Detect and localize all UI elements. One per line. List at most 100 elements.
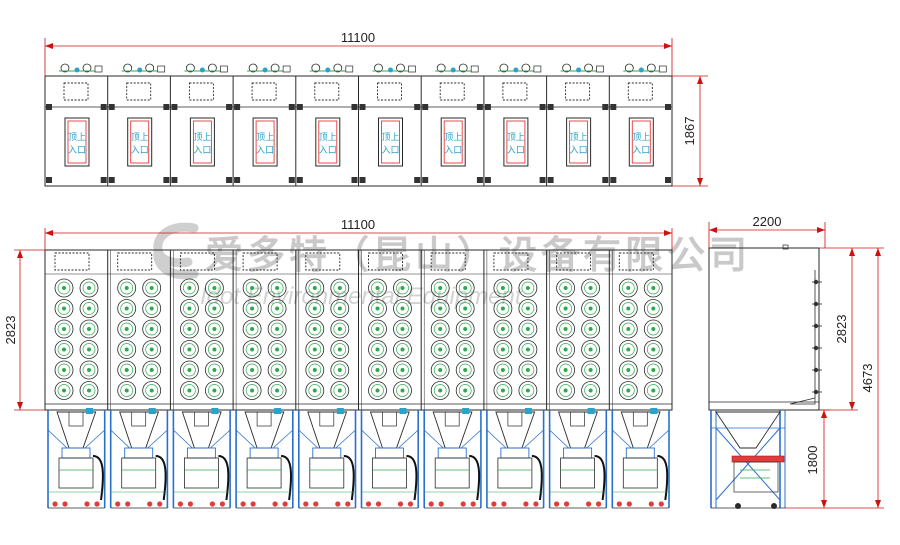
filter-cartridge <box>117 340 137 359</box>
side-view-support-structure <box>710 410 786 509</box>
corner-block <box>476 177 483 183</box>
valve-body <box>336 408 344 414</box>
cartridge-outer <box>242 340 262 359</box>
cartridge-core <box>87 327 91 331</box>
cartridge-ring <box>396 281 409 295</box>
filter-cartridge <box>393 340 412 359</box>
filter-cartridge <box>204 381 224 400</box>
cartridge-core <box>588 306 593 311</box>
cartridge-outer <box>455 381 475 400</box>
caster-wheel <box>596 501 602 507</box>
cartridge-outer <box>179 319 199 339</box>
hose <box>218 455 230 501</box>
cartridge-outer <box>330 360 350 380</box>
cartridge-outer <box>393 360 412 380</box>
filter-cartridge <box>204 299 224 318</box>
filter-cartridge <box>493 299 513 318</box>
cartridge-core <box>463 388 468 393</box>
cartridge-core <box>651 286 656 290</box>
cartridge-core <box>337 347 342 352</box>
door-label: 顶上 <box>193 132 211 142</box>
access-hatch <box>314 82 340 101</box>
cartridge-core <box>463 368 468 372</box>
cartridge-outer <box>330 319 350 339</box>
cartridge-core <box>312 388 317 393</box>
cartridge-ring <box>559 281 572 295</box>
cartridge-ring <box>270 384 284 397</box>
cartridge-core <box>588 327 593 331</box>
cartridge-ring <box>396 384 409 397</box>
front-module <box>107 250 171 410</box>
brace <box>235 429 256 449</box>
filter-cartridge <box>393 360 412 380</box>
filter-cartridge <box>242 340 262 359</box>
cartridge-core <box>400 306 405 311</box>
company-logo <box>153 222 199 280</box>
pulse-valve-fitting <box>435 63 479 73</box>
filter-cartridge <box>556 299 575 318</box>
filter-cartridge <box>581 381 600 400</box>
dust-bin <box>121 457 157 489</box>
cartridge-outer <box>556 381 575 400</box>
cartridge-outer <box>79 319 99 339</box>
dust-bin <box>246 457 282 489</box>
solenoid-box <box>220 65 228 73</box>
door-label: 顶上 <box>319 132 337 142</box>
cartridge-core <box>62 286 66 290</box>
caster-wheel <box>282 501 288 507</box>
access-hatch <box>117 252 153 271</box>
cartridge-ring <box>57 384 71 397</box>
cartridge-ring <box>458 281 472 295</box>
side-width-label: 2200 <box>753 214 782 229</box>
corner-block <box>351 104 358 110</box>
valve-head <box>436 63 446 73</box>
valve-head <box>813 345 819 351</box>
valve-body <box>137 67 143 73</box>
valve-head <box>123 63 133 73</box>
door-label: 入口 <box>444 145 462 155</box>
brace <box>549 429 569 449</box>
cartridge-outer <box>393 340 412 359</box>
cartridge-core <box>87 368 91 372</box>
cartridge-ring <box>396 302 409 315</box>
cartridge-core <box>62 306 66 311</box>
filter-cartridge <box>618 340 638 359</box>
module-support <box>47 408 106 509</box>
dust-bin <box>372 457 407 489</box>
cartridge-outer <box>393 299 412 318</box>
brace <box>272 429 294 449</box>
pulse-valve-fitting <box>623 63 667 73</box>
cartridge-outer <box>330 340 350 359</box>
cartridge-core <box>87 286 91 290</box>
solenoid-box <box>470 65 479 73</box>
solenoid-box <box>157 65 166 73</box>
caster-wheel <box>428 501 434 507</box>
filter-cartridge <box>581 319 600 339</box>
valve-body <box>587 408 595 414</box>
corner-block <box>46 104 52 110</box>
filter-cartridge <box>556 278 575 298</box>
cartridge-core <box>525 327 530 331</box>
rotary-valve <box>312 447 342 459</box>
door-label: 入口 <box>319 145 337 155</box>
cartridge-ring <box>57 302 71 315</box>
cartridge-core <box>400 286 405 290</box>
caster-wheel <box>501 501 507 507</box>
cartridge-outer <box>54 278 74 298</box>
hopper <box>307 411 348 449</box>
access-hatch <box>179 252 215 271</box>
inspection-door-seal <box>67 120 87 164</box>
cartridge-core <box>212 347 217 352</box>
caster-wheel <box>491 501 497 507</box>
caster-wheel <box>365 501 372 507</box>
cartridge-ring <box>183 384 196 397</box>
caster-wheel <box>272 501 278 507</box>
cartridge-core <box>626 327 631 331</box>
cartridge-core <box>438 306 443 311</box>
access-hatch <box>63 82 89 101</box>
cartridge-outer <box>430 381 450 400</box>
cartridge-core <box>588 368 593 372</box>
caster-wheel <box>616 501 622 507</box>
hose <box>406 455 418 501</box>
cartridge-ring <box>584 302 597 315</box>
